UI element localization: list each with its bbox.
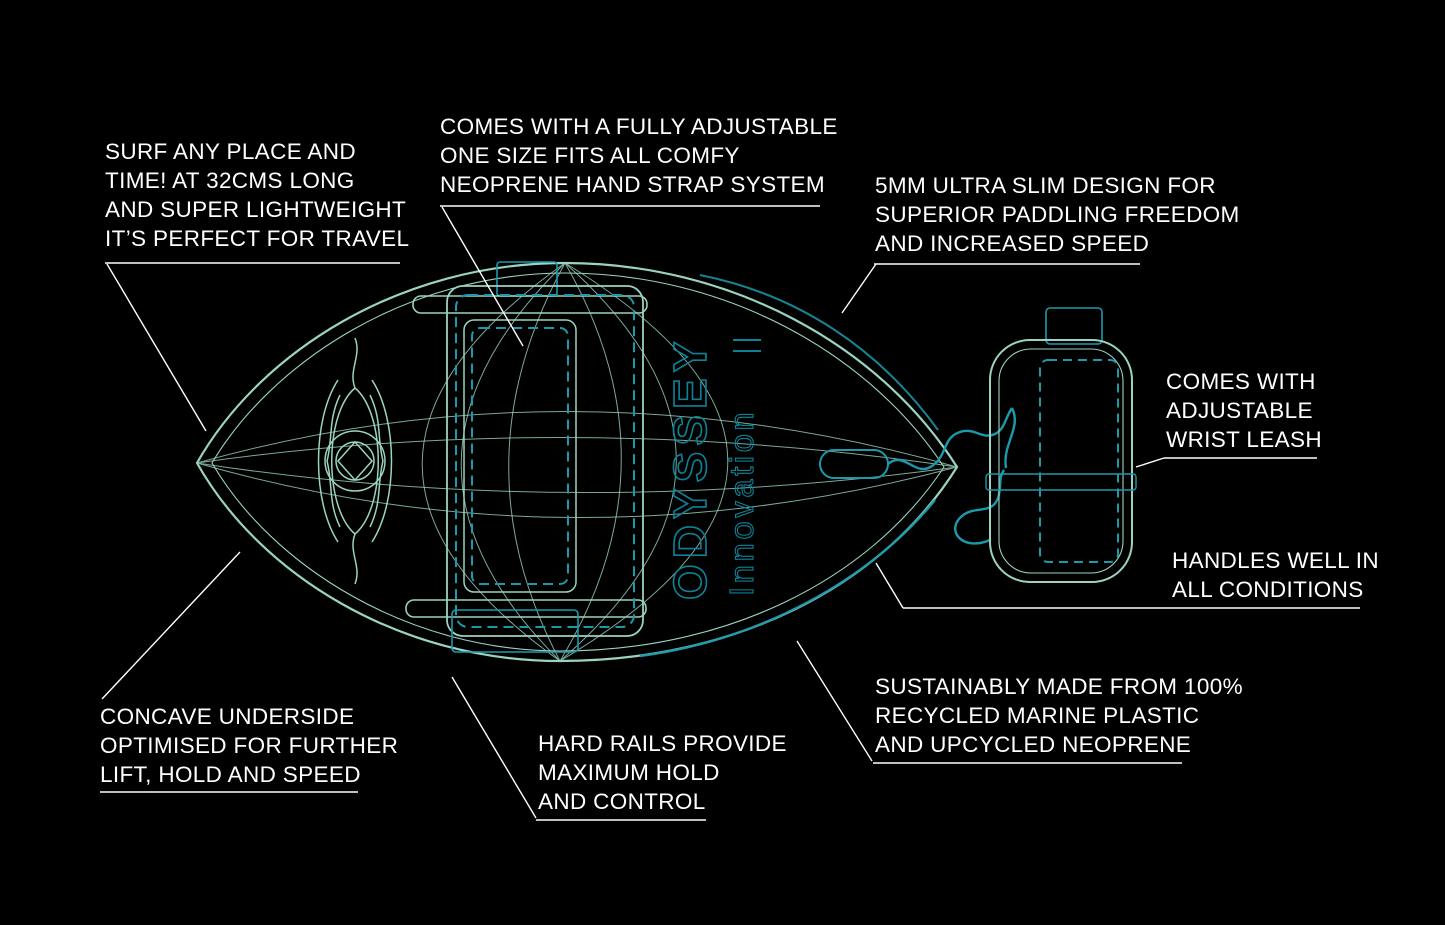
cuff-inner-outline bbox=[998, 348, 1124, 574]
annotation-line: HANDLES WELL IN bbox=[1172, 548, 1379, 573]
cuff-buckle bbox=[1045, 307, 1103, 345]
strap-top-bar bbox=[412, 295, 648, 314]
leader-slim bbox=[841, 263, 877, 314]
cuff-stitching bbox=[1039, 359, 1119, 563]
leader-concave bbox=[101, 551, 241, 700]
hull-wireframe bbox=[195, 261, 959, 663]
annotation-line: AND UPCYCLED NEOPRENE bbox=[875, 732, 1192, 757]
annotation-line: RECYCLED MARINE PLASTIC bbox=[875, 703, 1200, 728]
strap-pad-outline bbox=[446, 285, 644, 637]
cuff-strap-tab bbox=[985, 473, 1137, 491]
annotation-line: COMES WITH A FULLY ADJUSTABLE bbox=[440, 114, 838, 139]
annotation-strap: COMES WITH A FULLY ADJUSTABLE ONE SIZE F… bbox=[440, 112, 838, 199]
hull-longitudinal-contours bbox=[196, 411, 958, 518]
annotation-line: 5MM ULTRA SLIM DESIGN FOR bbox=[875, 173, 1216, 198]
brand-innovation-text: Innovation bbox=[723, 409, 760, 596]
hand-strap bbox=[405, 261, 648, 653]
brand-dash-marks bbox=[733, 339, 761, 352]
leader-rails bbox=[451, 676, 537, 819]
annotation-line: WRIST LEASH bbox=[1166, 427, 1322, 452]
annotation-handles: HANDLES WELL IN ALL CONDITIONS bbox=[1172, 546, 1379, 604]
annotation-line: LIFT, HOLD AND SPEED bbox=[100, 762, 361, 787]
strap-pad-stitching bbox=[455, 294, 635, 628]
brand-odyssey-text: ODYSSEY bbox=[664, 336, 716, 600]
hull-transverse-contours bbox=[421, 262, 729, 662]
annotation-line: NEOPRENE HAND STRAP SYSTEM bbox=[440, 172, 826, 197]
hard-rail-highlight-top bbox=[699, 274, 939, 431]
leash-cord bbox=[887, 407, 1017, 545]
annotation-line: SUSTAINABLY MADE FROM 100% bbox=[875, 674, 1243, 699]
annotation-line: OPTIMISED FOR FURTHER bbox=[100, 733, 399, 758]
hull-outline bbox=[195, 261, 959, 663]
brand-lockup: ODYSSEY Innovation bbox=[663, 335, 761, 601]
annotation-slim: 5MM ULTRA SLIM DESIGN FOR SUPERIOR PADDL… bbox=[875, 171, 1240, 258]
annotation-line: COMES WITH bbox=[1166, 369, 1316, 394]
annotation-concave: CONCAVE UNDERSIDE OPTIMISED FOR FURTHER … bbox=[100, 702, 398, 789]
annotation-leash: COMES WITH ADJUSTABLE WRIST LEASH bbox=[1166, 367, 1322, 454]
hard-rail-highlight-bottom bbox=[639, 499, 936, 658]
annotation-rails: HARD RAILS PROVIDE MAXIMUM HOLD AND CONT… bbox=[538, 729, 787, 816]
annotation-line: MAXIMUM HOLD bbox=[538, 760, 720, 785]
callout-lines bbox=[100, 205, 1360, 821]
strap-bottom-bar bbox=[405, 599, 647, 618]
annotation-line: ADJUSTABLE bbox=[1166, 398, 1313, 423]
annotation-line: CONCAVE UNDERSIDE bbox=[100, 704, 355, 729]
annotation-line: AND SUPER LIGHTWEIGHT bbox=[105, 197, 407, 222]
annotation-line: AND CONTROL bbox=[538, 789, 706, 814]
annotation-line: ONE SIZE FITS ALL COMFY bbox=[440, 143, 740, 168]
annotation-line: HARD RAILS PROVIDE bbox=[538, 731, 787, 756]
annotation-travel: SURF ANY PLACE AND TIME! AT 32CMS LONG A… bbox=[105, 137, 409, 253]
cuff-outline bbox=[989, 339, 1133, 583]
annotation-line: SUPERIOR PADDLING FREEDOM bbox=[875, 202, 1240, 227]
leader-handles bbox=[875, 562, 904, 609]
leader-strap bbox=[441, 206, 524, 347]
leader-travel bbox=[106, 263, 207, 432]
annotation-sustainable: SUSTAINABLY MADE FROM 100% RECYCLED MARI… bbox=[875, 672, 1243, 759]
annotation-line: TIME! AT 32CMS LONG bbox=[105, 168, 355, 193]
wrist-cuff bbox=[985, 307, 1137, 583]
leader-sustainable bbox=[796, 640, 873, 762]
strap-band-outline bbox=[463, 319, 577, 593]
leader-leash bbox=[1135, 457, 1165, 468]
annotation-line: AND INCREASED SPEED bbox=[875, 231, 1150, 256]
annotation-line: SURF ANY PLACE AND bbox=[105, 139, 356, 164]
annotation-line: ALL CONDITIONS bbox=[1172, 577, 1364, 602]
strap-band-stitching bbox=[471, 327, 569, 585]
eye-logo bbox=[317, 337, 393, 585]
strap-velcro-patch bbox=[451, 609, 579, 653]
annotation-line: IT’S PERFECT FOR TRAVEL bbox=[105, 226, 410, 251]
